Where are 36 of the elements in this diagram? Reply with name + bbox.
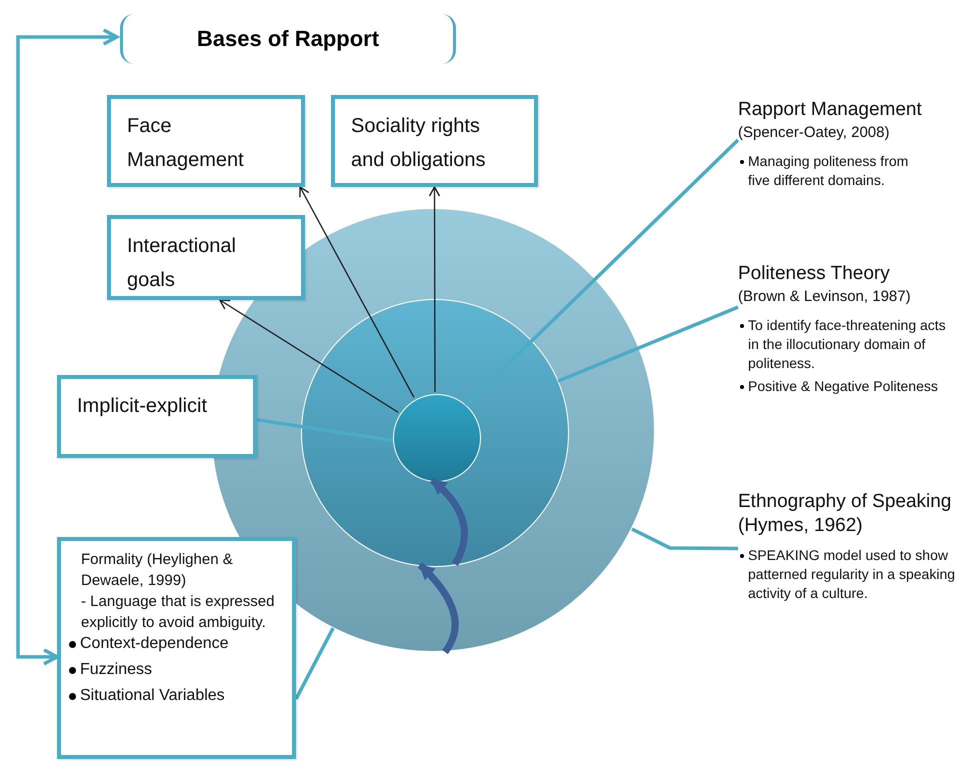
box-label: Interactional goals — [127, 234, 237, 293]
box-heading: Formality (Heylighen & Dewaele, 1999) — [80, 550, 234, 591]
arrow — [219, 299, 398, 413]
connector-line — [294, 627, 335, 700]
bullet-text: Managing politeness from five different domains. — [748, 152, 910, 190]
connector-line — [256, 418, 394, 442]
arrow — [16, 28, 118, 666]
concept-box — [331, 95, 538, 187]
theory-heading: Rapport Management — [738, 98, 923, 122]
box-label: Implicit-explicit — [77, 394, 208, 419]
connector-line — [631, 527, 738, 550]
curved-arrow — [418, 562, 459, 654]
bullet-text: Situational Variables — [80, 686, 225, 706]
bullet-text: Fuzziness — [80, 660, 152, 680]
theory-heading: Politeness Theory — [738, 262, 891, 286]
citation-text: (Brown & Levinson, 1987) — [738, 287, 912, 307]
bullet-text: To identify face-threatening acts in the illocutionary domain of politeness. — [748, 316, 947, 373]
concept-box — [107, 95, 305, 187]
connector-line — [557, 306, 739, 383]
arrow — [428, 186, 440, 392]
text-box — [57, 537, 296, 759]
citation-text: (Spencer-Oatey, 2008) — [738, 123, 890, 143]
bracket-heading — [120, 14, 456, 64]
bullet-text: Context-dependence — [80, 634, 229, 654]
box-label: Sociality rights and obligations — [351, 114, 487, 173]
bullet-text: Positive & Negative Politeness — [748, 377, 938, 396]
arrow — [299, 186, 414, 398]
curved-arrow — [430, 477, 468, 566]
theory-heading: Ethnography of Speaking (Hymes, 1962) — [738, 490, 952, 538]
bullet-text: SPEAKING model used to show patterned regularity in a speaking activity of a culture. — [748, 546, 956, 603]
heading-text: Bases of Rapport — [196, 26, 380, 52]
description-text: - Language that is expressed explicitly to avoid ambiguity. — [80, 592, 276, 633]
concept-box — [57, 375, 257, 458]
box-label: Face Management — [127, 114, 245, 173]
concept-box — [107, 215, 305, 300]
connector-line — [464, 138, 740, 406]
